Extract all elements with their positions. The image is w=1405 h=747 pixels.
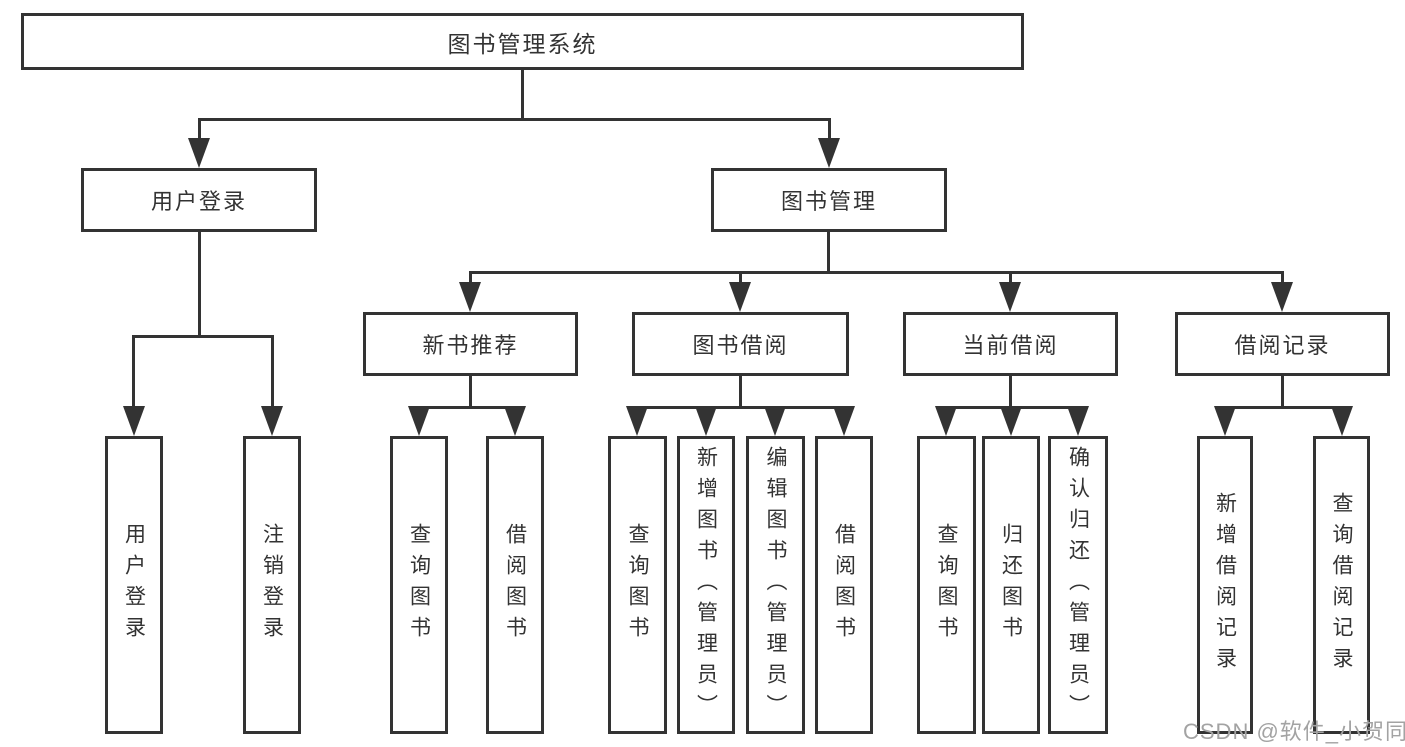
node-label: 借阅图书 xyxy=(832,523,856,647)
node-current-borrowing: 当前借阅 xyxy=(903,312,1118,376)
leaf-query-books-borrowing: 查询图书 xyxy=(608,436,667,734)
node-label: 注销登录 xyxy=(260,523,284,647)
arrowhead-icon xyxy=(935,406,957,436)
connector-line xyxy=(1009,271,1012,286)
node-book-management-group: 图书管理 xyxy=(711,168,947,232)
leaf-query-books-recommend: 查询图书 xyxy=(390,436,448,734)
connector-line xyxy=(271,335,274,410)
leaf-user-login: 用户登录 xyxy=(105,436,163,734)
leaf-add-borrow-record: 新增借阅记录 xyxy=(1197,436,1253,734)
arrowhead-icon xyxy=(626,406,648,436)
node-label: 归还图书 xyxy=(999,523,1023,647)
leaf-borrow-books: 借阅图书 xyxy=(815,436,873,734)
connector-line xyxy=(1009,376,1012,409)
connector-line xyxy=(418,406,517,409)
node-label: 借阅图书 xyxy=(503,523,527,647)
arrowhead-icon xyxy=(1067,406,1089,436)
node-label: 图书借阅 xyxy=(692,333,789,358)
csdn-watermark: CSDN @软件_小贺同学 xyxy=(1183,719,1405,744)
connector-line xyxy=(132,335,274,338)
node-label: 查询借阅记录 xyxy=(1330,492,1353,678)
arrowhead-icon xyxy=(1214,406,1236,436)
connector-line xyxy=(469,376,472,409)
node-book-borrowing: 图书借阅 xyxy=(632,312,849,376)
node-label: 借阅记录 xyxy=(1234,333,1331,358)
node-label: 用户登录 xyxy=(122,523,146,647)
connector-line xyxy=(1281,376,1284,409)
node-label: 图书管理 xyxy=(780,189,877,214)
node-label: 查询图书 xyxy=(407,523,431,647)
node-label: 新增图书（管理员） xyxy=(694,445,718,725)
connector-line xyxy=(521,69,524,121)
connector-line xyxy=(198,232,201,338)
node-label: 用户登录 xyxy=(150,189,247,214)
arrowhead-icon xyxy=(999,282,1021,312)
node-label: 新书推荐 xyxy=(422,333,519,358)
node-label: 图书管理系统 xyxy=(447,30,598,57)
connector-line xyxy=(1224,406,1344,409)
arrowhead-icon xyxy=(764,406,786,436)
leaf-edit-books-admin: 编辑图书（管理员） xyxy=(746,436,805,734)
node-user-login-group: 用户登录 xyxy=(81,168,317,232)
connector-line xyxy=(469,271,472,286)
arrowhead-icon xyxy=(1331,406,1353,436)
leaf-logout: 注销登录 xyxy=(243,436,301,734)
connector-line xyxy=(198,118,831,121)
leaf-query-books-current: 查询图书 xyxy=(917,436,976,734)
arrowhead-icon xyxy=(261,406,283,436)
arrowhead-icon xyxy=(408,406,430,436)
connector-line xyxy=(198,118,201,142)
leaf-return-books: 归还图书 xyxy=(982,436,1040,734)
arrowhead-icon xyxy=(729,282,751,312)
connector-line xyxy=(827,232,830,274)
leaf-borrow-books-recommend: 借阅图书 xyxy=(486,436,544,734)
node-label: 确认归还（管理员） xyxy=(1066,445,1090,725)
arrowhead-icon xyxy=(188,138,210,168)
node-label: 查询图书 xyxy=(935,523,958,647)
arrowhead-icon xyxy=(818,138,840,168)
arrowhead-icon xyxy=(833,406,855,436)
node-library-management-system: 图书管理系统 xyxy=(21,13,1024,70)
node-label: 新增借阅记录 xyxy=(1213,492,1237,678)
connector-line xyxy=(739,271,742,286)
arrowhead-icon xyxy=(459,282,481,312)
connector-line xyxy=(132,335,135,410)
arrowhead-icon xyxy=(123,406,145,436)
arrowhead-icon xyxy=(695,406,717,436)
leaf-add-books-admin: 新增图书（管理员） xyxy=(677,436,735,734)
connector-line xyxy=(469,271,1284,274)
arrowhead-icon xyxy=(504,406,526,436)
connector-line xyxy=(636,406,846,409)
arrowhead-icon xyxy=(1271,282,1293,312)
node-label: 编辑图书（管理员） xyxy=(764,445,787,725)
node-new-book-recommendation: 新书推荐 xyxy=(363,312,578,376)
node-label: 查询图书 xyxy=(626,523,649,647)
leaf-confirm-return-admin: 确认归还（管理员） xyxy=(1048,436,1108,734)
connector-line xyxy=(739,376,742,409)
node-borrowing-records: 借阅记录 xyxy=(1175,312,1390,376)
node-label: 当前借阅 xyxy=(962,333,1059,358)
leaf-query-borrow-record: 查询借阅记录 xyxy=(1313,436,1370,734)
connector-line xyxy=(828,118,831,142)
arrowhead-icon xyxy=(1000,406,1022,436)
connector-line xyxy=(1281,271,1284,286)
